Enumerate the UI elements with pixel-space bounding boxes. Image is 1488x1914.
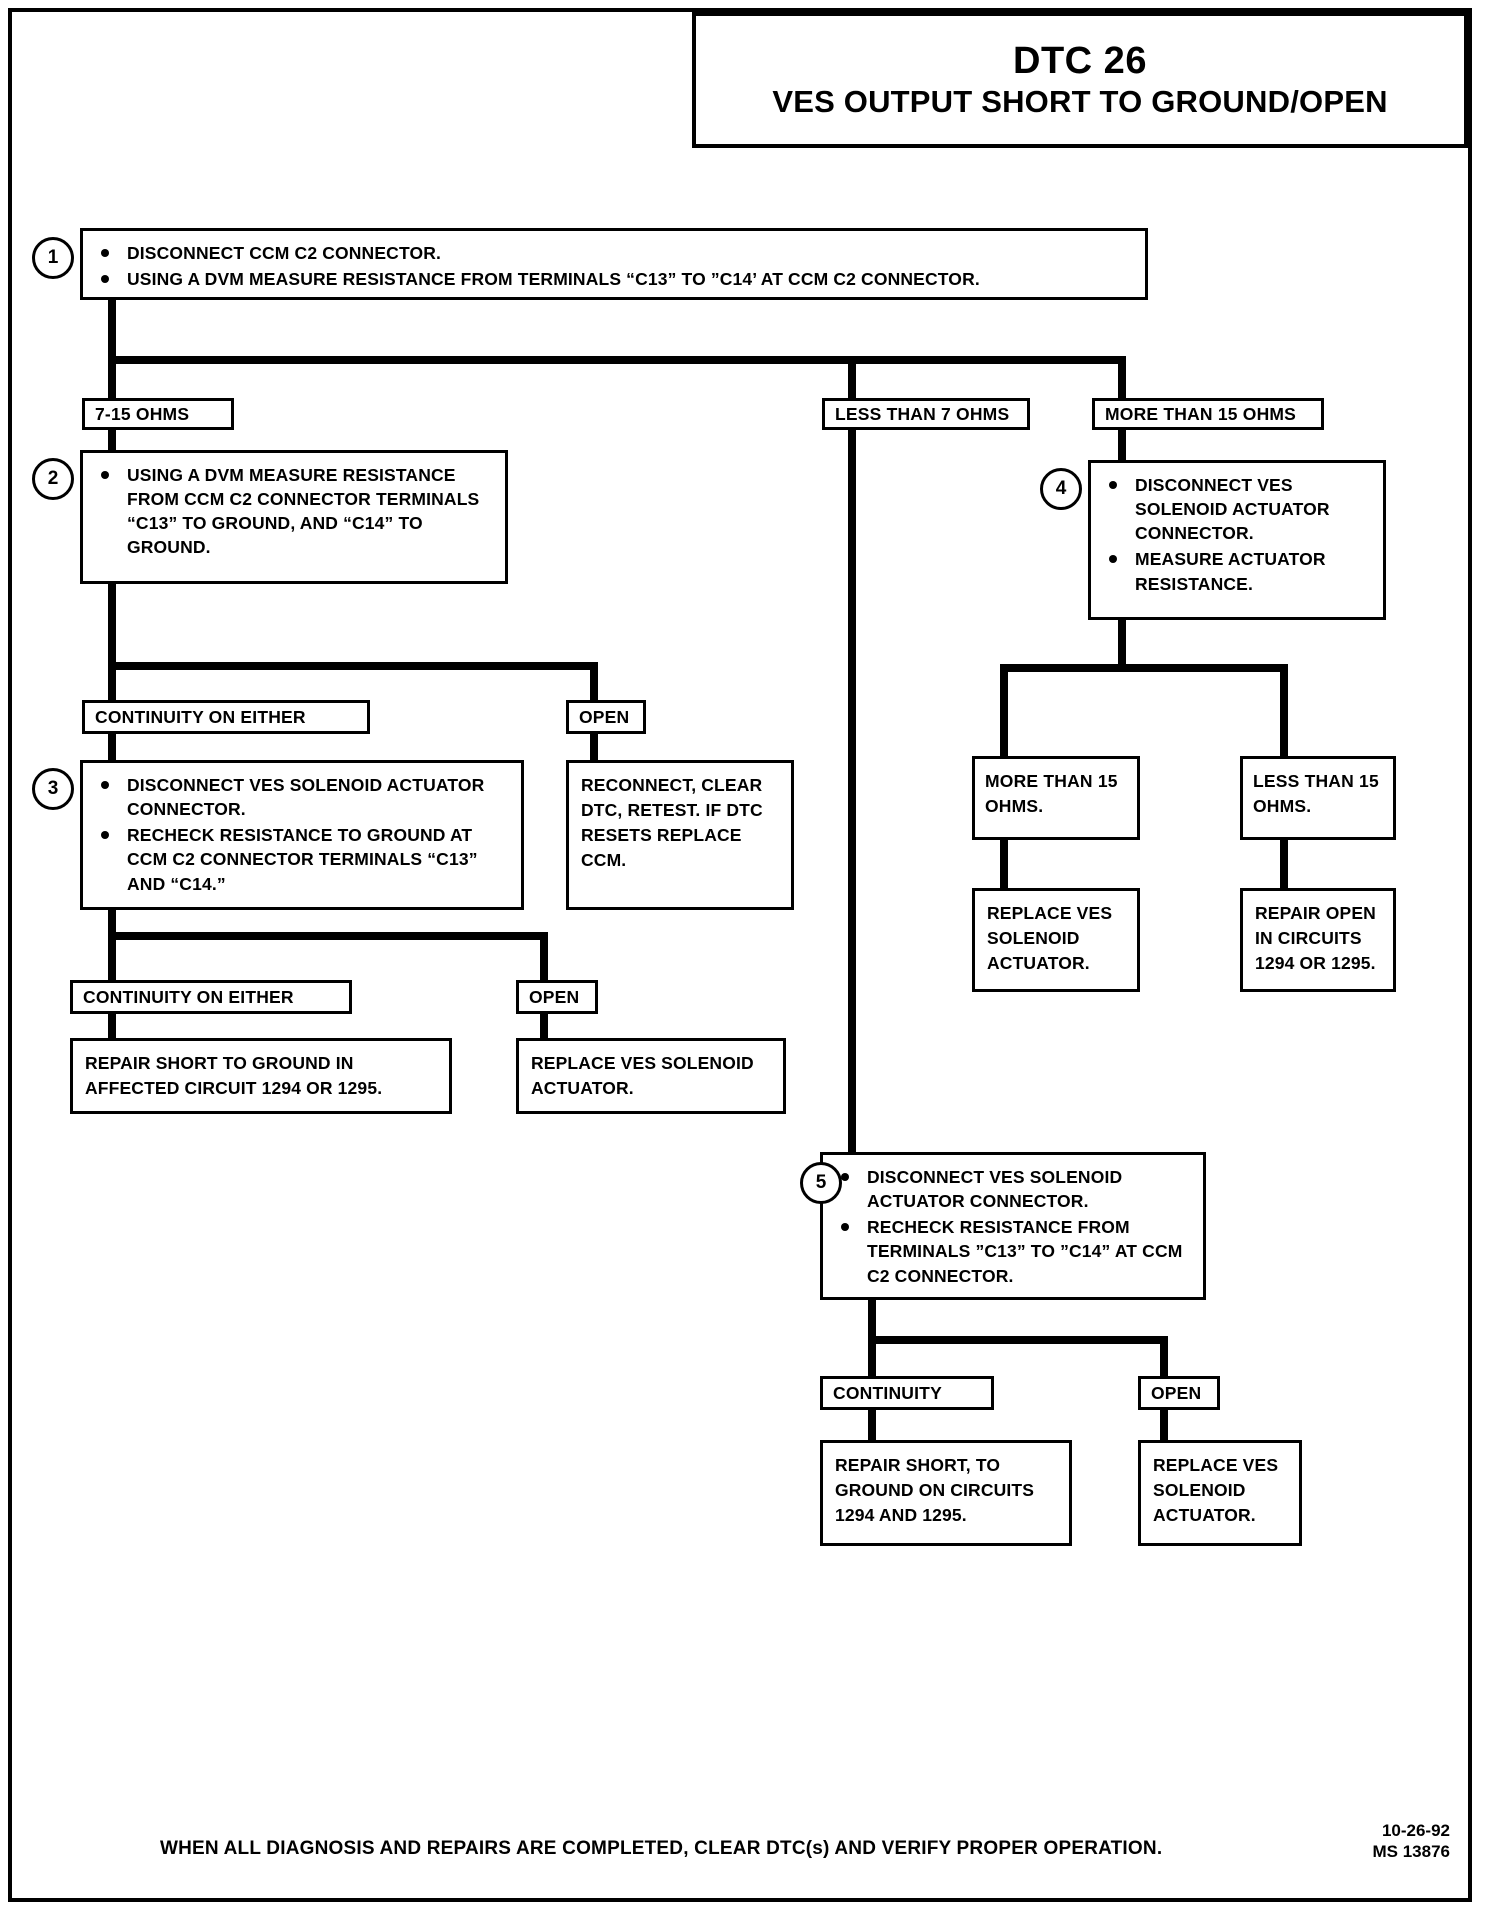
- connector-step1-down: [108, 300, 116, 362]
- step-5-box: DISCONNECT VES SOLENOID ACTUATOR CONNECT…: [820, 1152, 1206, 1300]
- connector-open-a-to-reconnect: [590, 730, 598, 764]
- step-1-bullet-list: DISCONNECT CCM C2 CONNECTOR. USING A DVM…: [97, 241, 1133, 291]
- step-1-box: DISCONNECT CCM C2 CONNECTOR. USING A DVM…: [80, 228, 1148, 300]
- connector-to-more15-actuator: [1000, 664, 1008, 760]
- connector-to-open-c: [1160, 1336, 1168, 1380]
- step-2-box: USING A DVM MEASURE RESISTANCE FROM CCM …: [80, 450, 508, 584]
- branch-label-more-than-15-ohms-actuator: MORE THAN 15 OHMS.: [972, 756, 1140, 840]
- step-3-box: DISCONNECT VES SOLENOID ACTUATOR CONNECT…: [80, 760, 524, 910]
- footer-note: WHEN ALL DIAGNOSIS AND REPAIRS ARE COMPL…: [160, 1838, 1163, 1859]
- branch-label-more-than-15-ohms: MORE THAN 15 OHMS: [1092, 398, 1324, 430]
- step-5-bullet-2: RECHECK RESISTANCE FROM TERMINALS ”C13” …: [837, 1215, 1191, 1287]
- step-3-bullet-1: DISCONNECT VES SOLENOID ACTUATOR CONNECT…: [97, 773, 509, 821]
- connector-to-continuity-a: [108, 662, 116, 704]
- branch-label-continuity-on-either-b: CONTINUITY ON EITHER: [70, 980, 352, 1014]
- footer-date: 10-26-92: [1381, 1821, 1450, 1840]
- action-repair-open-circuits: REPAIR OPEN IN CIRCUITS 1294 OR 1295.: [1240, 888, 1396, 992]
- connector-open-b-to-replace: [540, 1010, 548, 1042]
- branch-label-open-b: OPEN: [516, 980, 598, 1014]
- step-number-4: 4: [1040, 468, 1082, 510]
- step-4-bullet-1: DISCONNECT VES SOLENOID ACTUATOR CONNECT…: [1105, 473, 1371, 545]
- connector-to-7-15: [108, 356, 116, 400]
- connector-step2-down: [108, 584, 116, 670]
- title-block: DTC 26 VES OUTPUT SHORT TO GROUND/OPEN: [692, 12, 1468, 148]
- connector-step4-bus: [1000, 664, 1288, 672]
- branch-label-less-than-7-ohms: LESS THAN 7 OHMS: [822, 398, 1030, 430]
- footer-ms-code: MS 13876: [1372, 1842, 1451, 1862]
- branch-label-continuity-c: CONTINUITY: [820, 1376, 994, 1410]
- step-4-box: DISCONNECT VES SOLENOID ACTUATOR CONNECT…: [1088, 460, 1386, 620]
- connector-7-15-to-step2: [108, 428, 116, 464]
- connector-step2-bus: [108, 662, 598, 670]
- connector-continuity-c-to-repair: [868, 1408, 876, 1442]
- branch-label-less-than-15-ohms-actuator: LESS THAN 15 OHMS.: [1240, 756, 1396, 840]
- action-replace-ves-actuator-left: REPLACE VES SOLENOID ACTUATOR.: [516, 1038, 786, 1114]
- step-number-2: 2: [32, 458, 74, 500]
- connector-to-less15-actuator: [1280, 664, 1288, 760]
- connector-more15-to-replace: [1000, 840, 1008, 890]
- connector-to-open-a: [590, 662, 598, 704]
- connector-less7-to-step5: [848, 428, 856, 1156]
- action-reconnect-clear-dtc: RECONNECT, CLEAR DTC, RETEST. IF DTC RES…: [566, 760, 794, 910]
- action-repair-short-to-ground: REPAIR SHORT TO GROUND IN AFFECTED CIRCU…: [70, 1038, 452, 1114]
- branch-label-open-c: OPEN: [1138, 1376, 1220, 1410]
- branch-label-open-a: OPEN: [566, 700, 646, 734]
- connector-to-open-b: [540, 932, 548, 984]
- connector-step4-down: [1118, 620, 1126, 672]
- page-title: DTC 26: [1013, 39, 1147, 82]
- step-4-bullet-list: DISCONNECT VES SOLENOID ACTUATOR CONNECT…: [1105, 473, 1371, 596]
- connector-less15-to-repair: [1280, 840, 1288, 890]
- connector-step3-bus: [108, 932, 548, 940]
- footer-code-block: 10-26-92 MS 13876: [1270, 1820, 1451, 1863]
- action-replace-ves-actuator-right: REPLACE VES SOLENOID ACTUATOR.: [972, 888, 1140, 992]
- step-2-bullet-list: USING A DVM MEASURE RESISTANCE FROM CCM …: [97, 463, 493, 560]
- branch-label-continuity-on-either-a: CONTINUITY ON EITHER: [82, 700, 370, 734]
- branch-label-7-15-ohms: 7-15 OHMS: [82, 398, 234, 430]
- connector-step5-bus: [868, 1336, 1168, 1344]
- connector-to-continuity-b: [108, 932, 116, 984]
- step-3-bullet-list: DISCONNECT VES SOLENOID ACTUATOR CONNECT…: [97, 773, 509, 896]
- connector-to-continuity-c: [868, 1336, 876, 1380]
- step-number-1: 1: [32, 237, 74, 279]
- step-2-bullet-1: USING A DVM MEASURE RESISTANCE FROM CCM …: [97, 463, 493, 560]
- step-number-5: 5: [800, 1162, 842, 1204]
- step-number-3: 3: [32, 768, 74, 810]
- step-1-bullet-2: USING A DVM MEASURE RESISTANCE FROM TERM…: [97, 267, 1133, 291]
- connector-more15-to-step4: [1118, 428, 1126, 464]
- connector-continuity-b-to-repair: [108, 1010, 116, 1042]
- page-subtitle: VES OUTPUT SHORT TO GROUND/OPEN: [772, 83, 1388, 119]
- connector-continuity-a-to-step3: [108, 730, 116, 764]
- step-5-bullet-1: DISCONNECT VES SOLENOID ACTUATOR CONNECT…: [837, 1165, 1191, 1213]
- step-1-bullet-1: DISCONNECT CCM C2 CONNECTOR.: [97, 241, 1133, 265]
- step-3-bullet-2: RECHECK RESISTANCE TO GROUND AT CCM C2 C…: [97, 823, 509, 895]
- page-border: [8, 8, 1472, 1902]
- action-replace-ves-actuator-bottom: REPLACE VES SOLENOID ACTUATOR.: [1138, 1440, 1302, 1546]
- step-5-bullet-list: DISCONNECT VES SOLENOID ACTUATOR CONNECT…: [837, 1165, 1191, 1288]
- action-repair-short-ground-circuits: REPAIR SHORT, TO GROUND ON CIRCUITS 1294…: [820, 1440, 1072, 1546]
- step-4-bullet-2: MEASURE ACTUATOR RESISTANCE.: [1105, 547, 1371, 595]
- connector-step5-down: [868, 1300, 876, 1362]
- connector-open-c-to-replace: [1160, 1408, 1168, 1442]
- connector-to-less-7: [848, 356, 856, 400]
- connector-to-more-15: [1118, 356, 1126, 400]
- connector-step1-bus: [108, 356, 1126, 364]
